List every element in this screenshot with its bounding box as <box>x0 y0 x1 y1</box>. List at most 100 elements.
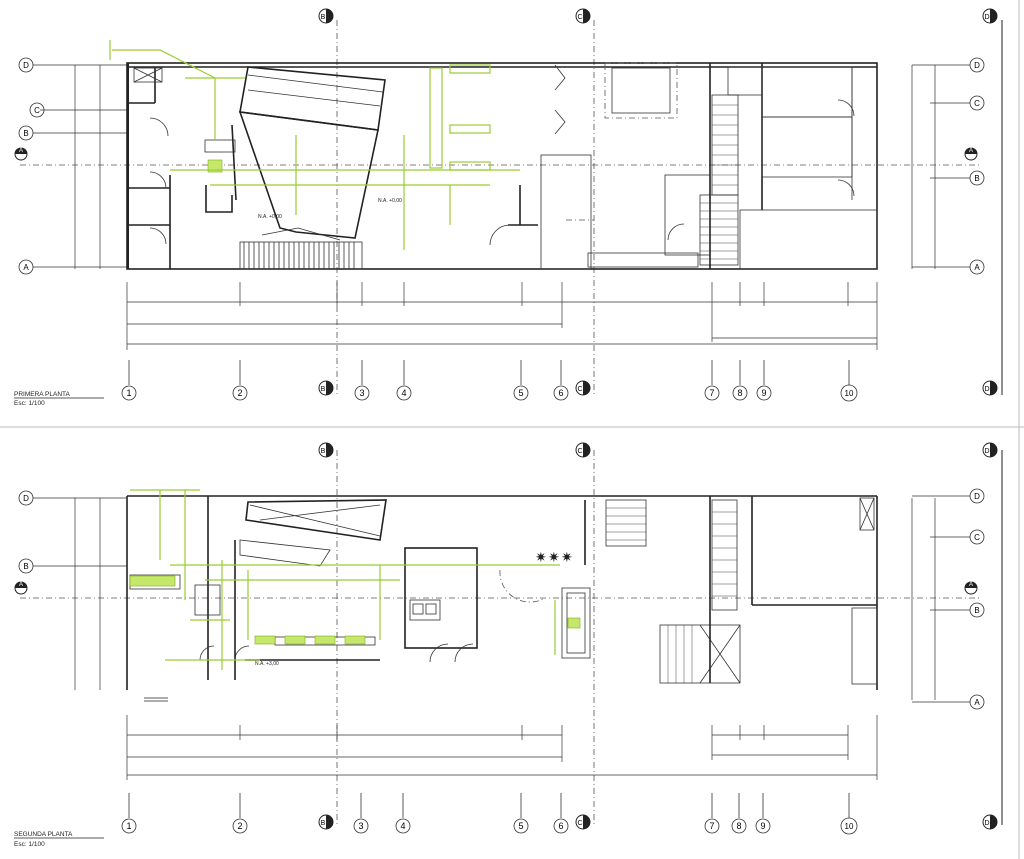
grid-row-a: A <box>18 259 34 275</box>
grid-row-right-d: D <box>969 57 985 73</box>
svg-text:A: A <box>19 148 23 154</box>
svg-text:B: B <box>321 448 326 455</box>
svg-text:9: 9 <box>760 821 765 831</box>
section-marker-b-bottom: B <box>318 380 334 396</box>
svg-text:7: 7 <box>709 821 714 831</box>
grid-bubble-1-2: 1 <box>121 818 137 834</box>
grid-row-b-2: B <box>18 558 34 574</box>
svg-text:A: A <box>23 263 29 272</box>
svg-text:2: 2 <box>237 821 242 831</box>
svg-text:A: A <box>969 148 973 154</box>
svg-text:9: 9 <box>761 388 766 398</box>
grid-bubble-4: 4 <box>396 385 412 401</box>
section-marker-c-top-2: C <box>575 442 591 458</box>
svg-text:3: 3 <box>359 388 364 398</box>
grid-bubble-2: 2 <box>232 385 248 401</box>
section-marker-d-bottom-2: D <box>982 814 998 830</box>
svg-text:8: 8 <box>736 821 741 831</box>
svg-text:D: D <box>984 386 989 393</box>
grid-row-right-d-2: D <box>969 488 985 504</box>
grid-bubble-8: 8 <box>732 385 748 401</box>
svg-text:✷: ✷ <box>561 549 573 565</box>
grid-bubble-1: 1 <box>121 385 137 401</box>
grid-bubble-9-2: 9 <box>755 818 771 834</box>
section-marker-a-right-2: A <box>964 581 978 595</box>
svg-text:D: D <box>23 61 29 70</box>
svg-text:6: 6 <box>558 388 563 398</box>
svg-text:C: C <box>577 820 582 827</box>
dimensions-primera <box>74 65 936 350</box>
section-marker-a-right: A <box>964 147 978 161</box>
section-marker-d-bottom: D <box>982 380 998 396</box>
svg-text:B: B <box>321 14 326 21</box>
plan-title: PRIMERA PLANTA <box>14 391 71 398</box>
section-marker-d-top-2: D <box>982 442 998 458</box>
section-marker-c-bottom-2: C <box>575 814 591 830</box>
grid-bubble-5: 5 <box>513 385 529 401</box>
svg-text:8: 8 <box>737 388 742 398</box>
section-marker-d-top: D <box>982 8 998 24</box>
svg-text:D: D <box>984 820 989 827</box>
grid-bubble-3: 3 <box>354 385 370 401</box>
svg-text:6: 6 <box>558 821 563 831</box>
section-marker-c-bottom: C <box>575 380 591 396</box>
exterior-wall <box>126 62 878 270</box>
svg-text:A: A <box>969 582 973 588</box>
grid-row-b: B <box>18 125 34 141</box>
svg-text:C: C <box>577 14 582 21</box>
grid-bubble-5-2: 5 <box>513 818 529 834</box>
svg-text:C: C <box>577 448 582 455</box>
svg-text:5: 5 <box>518 821 523 831</box>
grid-row-right-a: A <box>969 259 985 275</box>
section-marker-b-bottom-2: B <box>318 814 334 830</box>
svg-text:2: 2 <box>237 388 242 398</box>
grid-bubble-9: 9 <box>756 385 772 401</box>
grid-bubble-10-2: 10 <box>840 817 858 835</box>
grid-row-d: D <box>18 57 34 73</box>
plan-scale-2: Esc: 1/100 <box>14 841 45 848</box>
section-marker-c-top: C <box>575 8 591 24</box>
mep-ducts-segunda <box>129 489 581 670</box>
note-level-1: N.A. +0,00 <box>258 214 282 220</box>
svg-text:B: B <box>974 606 979 615</box>
plan-title-2: SEGUNDA PLANTA <box>14 831 73 838</box>
grid-bubble-4-2: 4 <box>395 818 411 834</box>
grid-row-right-c-2: C <box>969 529 985 545</box>
tank-outline <box>604 62 678 119</box>
mep-ducts-primera <box>109 40 520 250</box>
note-level-2: N.A. +0,00 <box>378 198 402 204</box>
svg-text:C: C <box>974 99 980 108</box>
dimensions-segunda <box>74 498 936 780</box>
grid-row-right-b-2: B <box>969 602 985 618</box>
svg-text:D: D <box>974 61 980 70</box>
grid-columns-segunda: 1 2 3 4 5 6 7 8 9 10 <box>121 793 858 835</box>
stair-primera <box>239 227 363 270</box>
grid-row-d-2: D <box>18 490 34 506</box>
svg-text:4: 4 <box>400 821 405 831</box>
svg-text:5: 5 <box>518 388 523 398</box>
section-marker-b-top-2: B <box>318 442 334 458</box>
svg-text:7: 7 <box>709 388 714 398</box>
section-marker-a-left-2: A <box>14 581 28 595</box>
svg-text:A: A <box>19 582 23 588</box>
grid-bubble-7: 7 <box>704 385 720 401</box>
svg-text:C: C <box>974 533 980 542</box>
grid-rows-right-segunda: D C B A <box>912 488 985 710</box>
svg-text:C: C <box>34 106 40 115</box>
svg-text:B: B <box>23 562 28 571</box>
grid-bubble-8-2: 8 <box>731 818 747 834</box>
grid-bubble-10: 10 <box>840 384 858 402</box>
svg-text:✷: ✷ <box>548 549 560 565</box>
grid-bubble-6: 6 <box>553 385 569 401</box>
svg-text:B: B <box>321 386 326 393</box>
stair-right-primera <box>699 94 739 266</box>
grid-bubble-6-2: 6 <box>553 818 569 834</box>
svg-text:3: 3 <box>358 821 363 831</box>
slanted-roof <box>245 499 387 541</box>
svg-text:A: A <box>974 263 980 272</box>
grid-row-right-c: C <box>969 95 985 111</box>
svg-text:1: 1 <box>126 821 131 831</box>
svg-text:✷: ✷ <box>535 549 547 565</box>
svg-text:B: B <box>974 174 979 183</box>
